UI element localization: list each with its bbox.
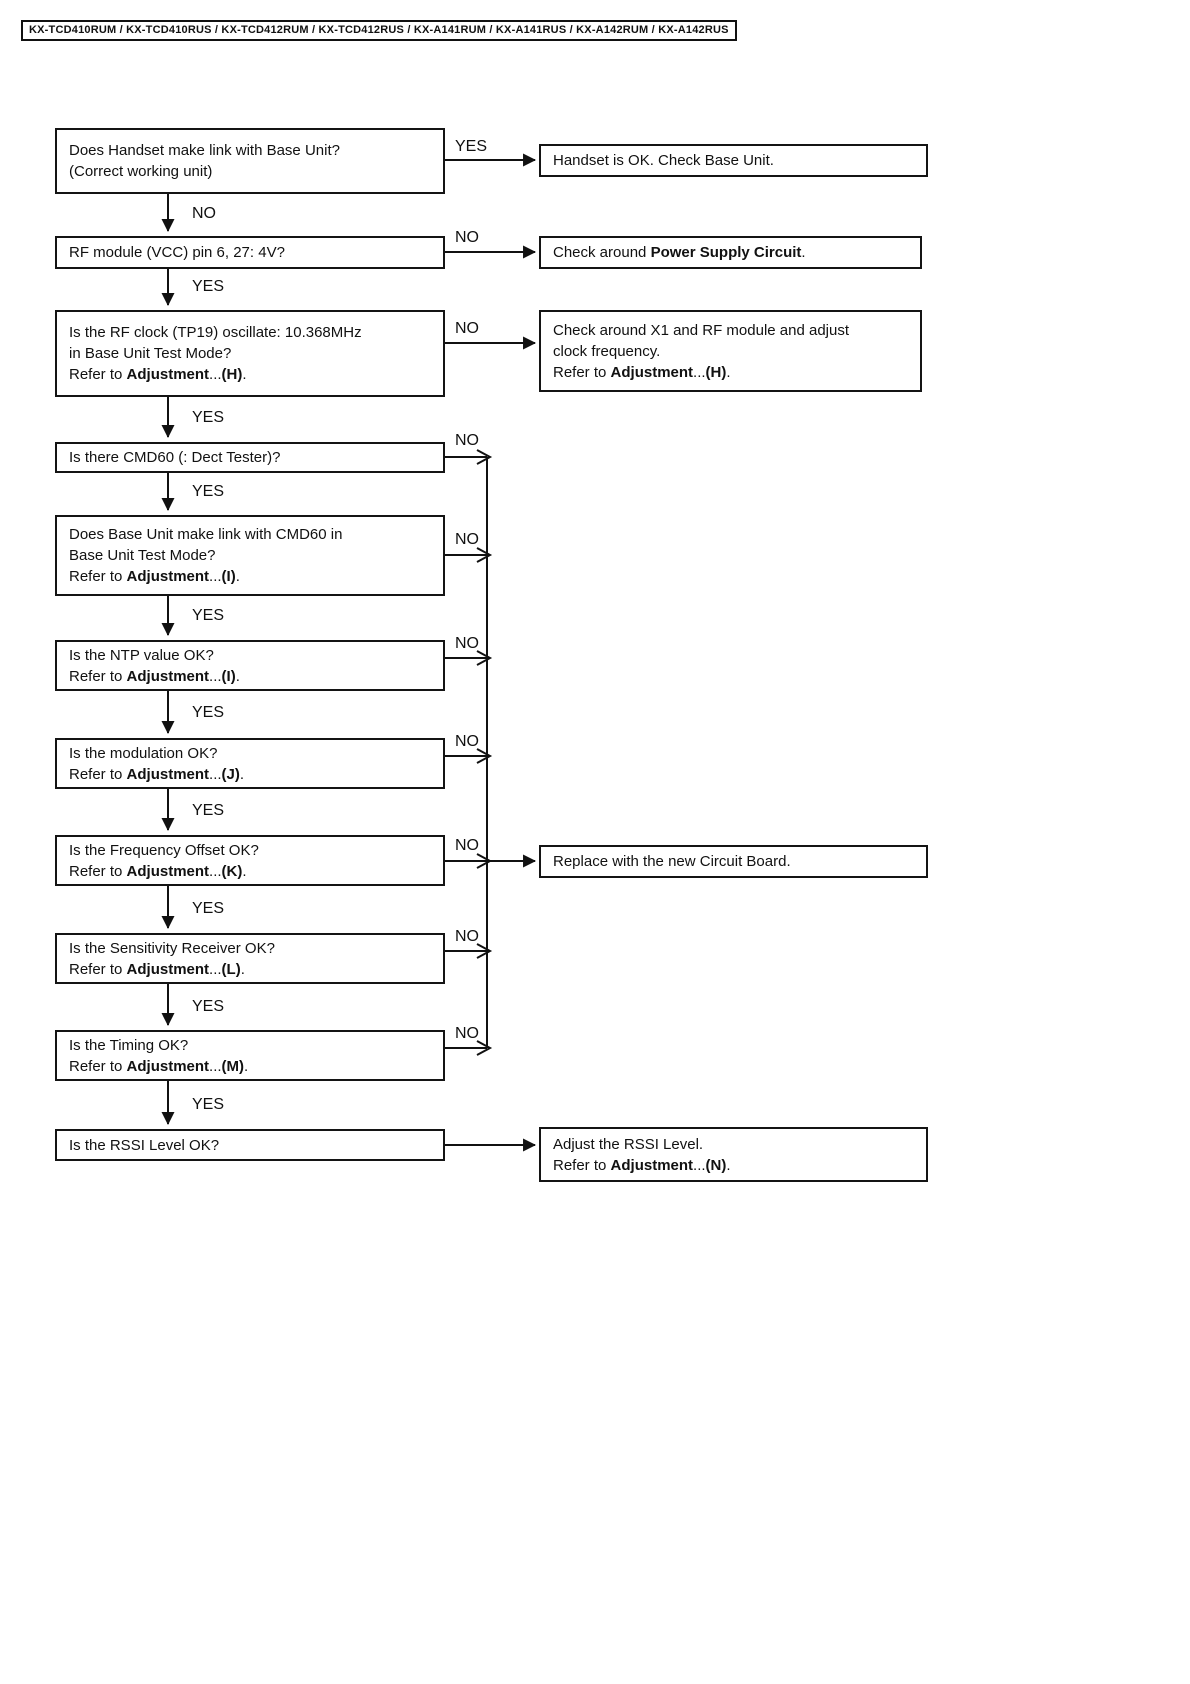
decision-ntp-value: Is the NTP value OK? Refer to Adjustment… [55, 640, 445, 691]
edge-label-no: NO [455, 229, 479, 246]
box-text-line: Refer to Adjustment...(N). [553, 1156, 731, 1174]
decision-rf-module-vcc: RF module (VCC) pin 6, 27: 4V? [55, 236, 445, 269]
box-text-line: Is the Sensitivity Receiver OK? [69, 939, 275, 957]
edge-label-yes: YES [192, 1096, 225, 1113]
decision-handset-link: Does Handset make link with Base Unit? (… [55, 128, 445, 194]
box-text-line: RF module (VCC) pin 6, 27: 4V? [69, 244, 285, 261]
decision-cmd60-link: Does Base Unit make link with CMD60 in B… [55, 515, 445, 596]
box-text-line: Refer to Adjustment...(H). [553, 363, 731, 381]
edge-label-yes: YES [192, 607, 225, 624]
edge-label-yes: YES [192, 704, 225, 721]
edge-label-no: NO [455, 733, 479, 750]
decision-cmd60-present: Is there CMD60 (: Dect Tester)? [55, 442, 445, 473]
box-text-line: Refer to Adjustment...(J). [69, 765, 245, 783]
edge-label-yes: YES [192, 802, 225, 819]
edge-label-no: NO [192, 205, 216, 222]
edge-label-yes: YES [455, 138, 488, 155]
edge-label-no: NO [455, 531, 479, 548]
box-text-line: Refer to Adjustment...(I). [69, 568, 240, 585]
result-adjust-rssi: Adjust the RSSI Level. Refer to Adjustme… [539, 1127, 928, 1182]
edge-label-yes: YES [192, 409, 225, 426]
edge-label-yes: YES [192, 483, 225, 500]
decision-timing: Is the Timing OK? Refer to Adjustment...… [55, 1030, 445, 1081]
decision-modulation: Is the modulation OK? Refer to Adjustmen… [55, 738, 445, 789]
box-text-line: Adjust the RSSI Level. [553, 1135, 704, 1153]
edge-label-yes: YES [192, 278, 225, 295]
box-text-line: Is the RF clock (TP19) oscillate: 10.368… [69, 324, 362, 341]
box-text-line: Is there CMD60 (: Dect Tester)? [69, 449, 281, 466]
box-text-line: Handset is OK. Check Base Unit. [553, 152, 774, 169]
edge-label-no: NO [455, 928, 479, 945]
box-text-line: Refer to Adjustment...(K). [69, 862, 247, 880]
box-text-line: Is the RSSI Level OK? [69, 1136, 220, 1154]
box-text-line: in Base Unit Test Mode? [69, 345, 232, 362]
box-text-line: Check around X1 and RF module and adjust [553, 321, 850, 339]
edge-label-yes: YES [192, 998, 225, 1015]
box-text-line: Base Unit Test Mode? [69, 547, 216, 564]
box-text-line: Does Base Unit make link with CMD60 in [69, 526, 343, 543]
decision-rf-clock: Is the RF clock (TP19) oscillate: 10.368… [55, 310, 445, 397]
model-list-header: KX-TCD410RUM / KX-TCD410RUS / KX-TCD412R… [21, 20, 737, 41]
decision-sensitivity-receiver: Is the Sensitivity Receiver OK? Refer to… [55, 933, 445, 984]
edge-label-no: NO [455, 635, 479, 652]
result-clock-frequency: Check around X1 and RF module and adjust… [539, 310, 922, 392]
decision-rssi-level: Is the RSSI Level OK? [55, 1129, 445, 1161]
box-text-line: (Correct working unit) [69, 163, 213, 180]
decision-frequency-offset: Is the Frequency Offset OK? Refer to Adj… [55, 835, 445, 886]
box-text-line: Is the Frequency Offset OK? [69, 841, 259, 859]
box-text-line: Replace with the new Circuit Board. [553, 853, 791, 870]
edge-label-no: NO [455, 1025, 479, 1042]
result-replace-board: Replace with the new Circuit Board. [539, 845, 928, 878]
result-handset-ok: Handset is OK. Check Base Unit. [539, 144, 928, 177]
edge-label-yes: YES [192, 900, 225, 917]
box-text-line: clock frequency. [553, 342, 661, 360]
box-text-line: Refer to Adjustment...(H). [69, 366, 247, 383]
edge-label-no: NO [455, 432, 479, 449]
box-text-line: Refer to Adjustment...(I). [69, 667, 240, 685]
box-text-line: Is the Timing OK? [69, 1036, 189, 1054]
edge-label-no: NO [455, 320, 479, 337]
result-power-supply: Check around Power Supply Circuit. [539, 236, 922, 269]
box-text-line: Check around Power Supply Circuit. [553, 244, 806, 261]
box-text-line: Refer to Adjustment...(L). [69, 960, 245, 978]
edge-label-no: NO [455, 837, 479, 854]
box-text-line: Is the modulation OK? [69, 744, 218, 762]
box-text-line: Does Handset make link with Base Unit? [69, 142, 340, 159]
box-text-line: Is the NTP value OK? [69, 646, 214, 664]
box-text-line: Refer to Adjustment...(M). [69, 1057, 249, 1075]
